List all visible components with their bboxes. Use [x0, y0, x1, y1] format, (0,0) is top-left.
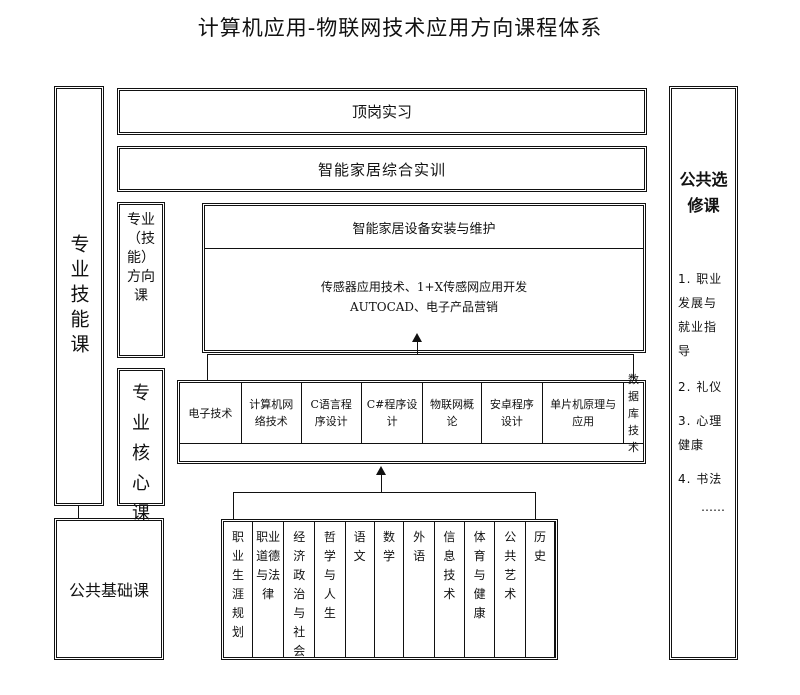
basic-course-cell: 公共艺术	[495, 522, 527, 657]
direction-courses-box: 智能家居设备安装与维护 传感器应用技术、1+X传感网应用开发 AUTOCAD、电…	[202, 203, 646, 353]
public-basic-box: 公共基础课	[54, 518, 164, 660]
electives-title: 公共选修课	[679, 170, 728, 215]
basic-course-cell: 外语	[404, 522, 435, 657]
connector-left-vertical	[78, 506, 79, 520]
elective-item: 4. 书法	[678, 472, 723, 486]
direction-course-line-1: 传感器应用技术、1+X传感网应用开发	[320, 279, 528, 294]
direction-courses-label: 专业（技能）方向课	[127, 212, 155, 304]
bracket-core-left	[207, 354, 208, 380]
core-course-cell: 数据库技术	[628, 373, 639, 454]
smart-home-training-box: 智能家居综合实训	[117, 146, 647, 192]
arrow-core-to-direction-head	[412, 333, 422, 342]
core-courses-label-box: 专业核心课	[117, 368, 165, 524]
arrow-core-to-direction-stem	[417, 340, 418, 354]
bracket-core-right	[633, 354, 634, 380]
basic-course-cell: 哲学与人生	[315, 522, 346, 657]
professional-skills-label: 专业技能课	[67, 233, 90, 359]
bracket-basic-right	[535, 492, 536, 520]
arrow-basic-to-core-stem	[381, 474, 382, 492]
direction-courses-label-box: 专业（技能）方向课	[117, 202, 165, 358]
professional-skills-box: 专业技能课	[54, 86, 104, 506]
core-courses-box: 电子技术 计算机网络技术 C语言程序设计 C#程序设计 物联网概论 安卓程序设计…	[177, 373, 646, 464]
core-course-cell: 安卓程序设计	[482, 383, 544, 443]
internship-label: 顶岗实习	[351, 103, 412, 121]
elective-item: 3. 心理健康	[678, 414, 723, 452]
basic-course-cell: 经济政治与社会	[284, 522, 316, 657]
direction-course-row-2: 传感器应用技术、1+X传感网应用开发 AUTOCAD、电子产品营销	[205, 249, 643, 344]
core-courses-row: 电子技术 计算机网络技术 C语言程序设计 C#程序设计 物联网概论 安卓程序设计…	[180, 373, 643, 454]
basic-course-cell: 职业生涯规划	[224, 522, 253, 657]
direction-course-row-1: 智能家居设备安装与维护	[205, 206, 643, 249]
smart-home-training-label: 智能家居综合实训	[317, 160, 446, 179]
core-course-cell: 电子技术	[180, 383, 242, 443]
electives-ellipsis: ……	[701, 500, 725, 514]
basic-course-cell: 语文	[346, 522, 375, 657]
core-course-cell: 物联网概论	[423, 383, 482, 443]
core-course-cell: 计算机网络技术	[242, 383, 302, 443]
core-course-cell: C语言程序设计	[302, 383, 362, 443]
core-course-cell: C#程序设计	[362, 383, 424, 443]
arrow-basic-to-core-head	[376, 466, 386, 475]
direction-course-line-2: AUTOCAD、电子产品营销	[349, 299, 499, 314]
basic-course-cell: 数学	[375, 522, 405, 657]
basic-course-cell: 职业道德与法律	[253, 522, 285, 657]
page-title: 计算机应用-物联网技术应用方向课程体系	[197, 16, 603, 40]
elective-item: 1. 职业发展与就业指导	[678, 272, 723, 358]
basic-course-cell: 体育与健康	[465, 522, 496, 657]
basic-courses-box: 职业生涯规划 职业道德与法律 经济政治与社会 哲学与人生 语文 数学 外语 信息…	[221, 519, 558, 660]
core-course-cell: 单片机原理与应用	[543, 383, 624, 443]
bracket-basic-left	[233, 492, 234, 520]
public-basic-label: 公共基础课	[68, 581, 149, 600]
electives-box: 公共选修课 1. 职业发展与就业指导 2. 礼仪 3. 心理健康 4. 书法 ……	[669, 86, 738, 660]
bracket-core-horizontal	[207, 354, 633, 355]
bracket-basic-horizontal	[233, 492, 535, 493]
internship-box: 顶岗实习	[117, 88, 647, 135]
basic-course-cell: 历史	[526, 522, 555, 657]
basic-course-cell: 信息技术	[435, 522, 465, 657]
core-courses-label: 专业核心课	[132, 383, 150, 524]
elective-item: 2. 礼仪	[678, 380, 723, 394]
